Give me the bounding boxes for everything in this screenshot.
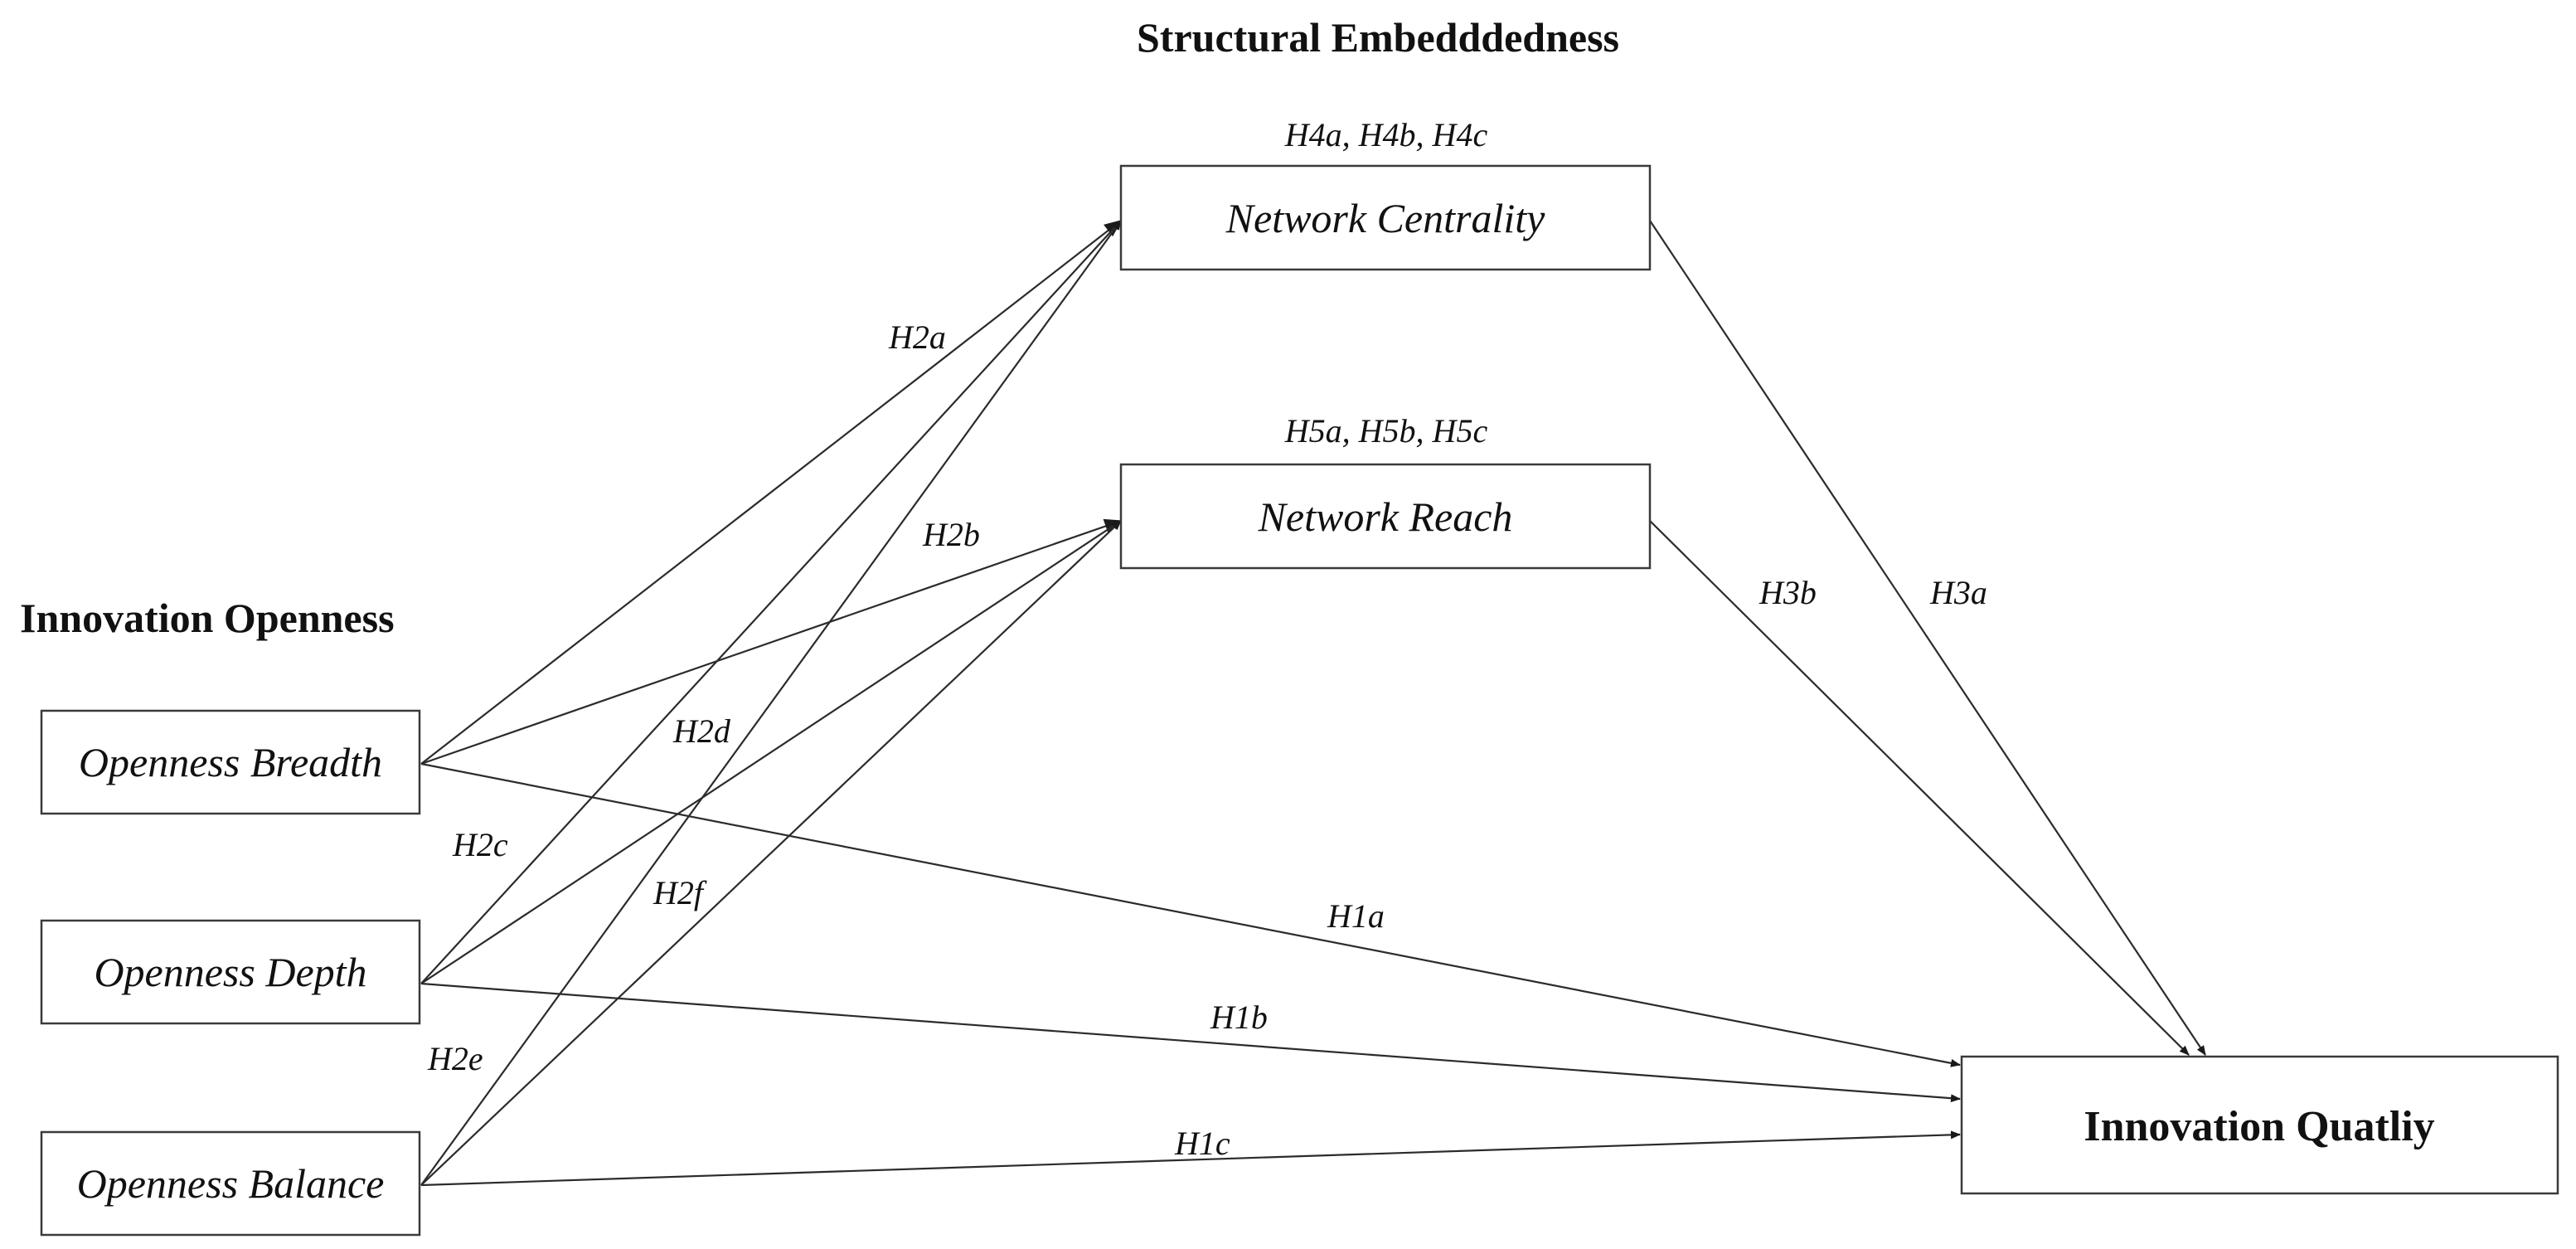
openness-depth-label: Openness Depth <box>94 949 366 995</box>
node-network-centrality: Network Centrality <box>1119 164 1652 271</box>
node-network-reach: Network Reach <box>1119 463 1652 570</box>
node-openness-depth: Openness Depth <box>40 919 421 1025</box>
openness-breadth-label: Openness Breadth <box>79 739 382 785</box>
edge-h2d <box>420 220 1122 984</box>
edge-h2b <box>420 518 1123 765</box>
edge-h1c <box>420 1130 1961 1187</box>
edge-h2e <box>420 220 1122 1186</box>
edge-label-h2c: H2c <box>452 826 508 863</box>
edge-h1b <box>420 982 1961 1103</box>
edge-label-h2d: H2d <box>672 712 731 750</box>
edge-label-h2b: H2b <box>922 516 980 553</box>
edge-label-h1a: H1a <box>1327 897 1385 935</box>
node-innovation-quality: Innovation Quatliy <box>1960 1055 2559 1195</box>
moderator-label-reach: H5a, H5b, H5c <box>1284 412 1488 450</box>
edge-label-h2a: H2a <box>888 318 946 356</box>
edge-h2c <box>420 520 1122 984</box>
node-openness-balance: Openness Balance <box>40 1130 421 1237</box>
node-openness-breadth: Openness Breadth <box>40 709 421 815</box>
edge-label-h2f: H2f <box>652 874 707 911</box>
edge-label-h3a: H3a <box>1929 574 1987 611</box>
edge-labels-group: H2a H2b H2d H2c H2f H2e H1a H1b H1c H3a … <box>427 318 1987 1162</box>
edge-h2f <box>420 520 1122 1186</box>
edge-h2a <box>420 220 1123 765</box>
network-centrality-label: Network Centrality <box>1225 195 1546 241</box>
edge-label-h1b: H1b <box>1210 999 1268 1036</box>
structural-embeddedness-heading: Structural Embedddedness <box>1137 14 1619 61</box>
edge-h3a <box>1649 220 2206 1056</box>
edge-label-h3b: H3b <box>1759 574 1817 611</box>
edges-group <box>420 220 2206 1187</box>
network-reach-label: Network Reach <box>1258 493 1513 540</box>
moderator-label-centrality: H4a, H4b, H4c <box>1284 116 1488 153</box>
innovation-quality-label: Innovation Quatliy <box>2084 1103 2434 1150</box>
edge-h3b <box>1649 520 2190 1056</box>
innovation-openness-heading: Innovation Openness <box>20 595 395 641</box>
openness-balance-label: Openness Balance <box>77 1160 385 1207</box>
edge-h1a <box>420 762 1961 1067</box>
edge-label-h2e: H2e <box>427 1040 483 1077</box>
edge-label-h1c: H1c <box>1174 1125 1230 1162</box>
